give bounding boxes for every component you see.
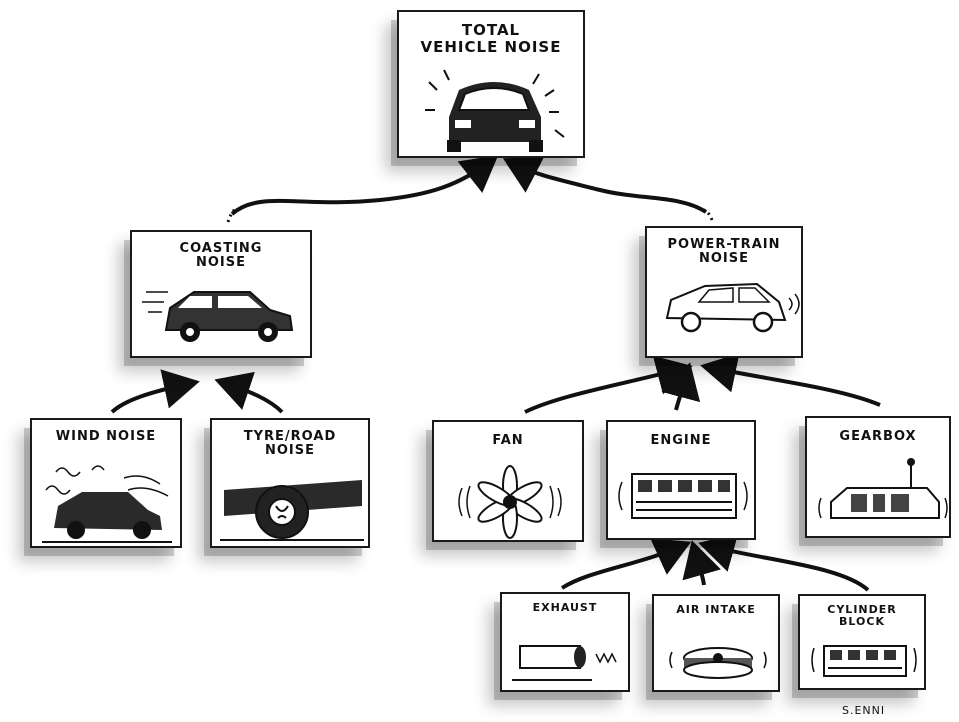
- node-total-label-line2: VEHICLE NOISE: [420, 37, 562, 56]
- node-engine-label: ENGINE: [650, 433, 712, 448]
- edge-fan-power: [524, 355, 693, 414]
- node-total-label-line1: TOTAL: [461, 21, 521, 39]
- edge-wind-coasting: [110, 369, 200, 414]
- car-wind-icon: [42, 465, 172, 543]
- air-filter-icon: [669, 647, 767, 679]
- edge-exhaust-engine: [560, 538, 692, 590]
- node-power-label-line1: POWER-TRAIN: [667, 237, 781, 252]
- node-gearbox: GEARBOX: [805, 416, 951, 538]
- node-tyre-label-line1: TYRE/ROAD: [243, 429, 337, 444]
- node-cylinder-label-line1: CYLINDER: [827, 603, 897, 616]
- cylinder-block-icon: [811, 645, 917, 677]
- car-side-icon: [142, 291, 294, 342]
- gearbox-icon: [818, 458, 948, 519]
- edge-intake-engine: [682, 540, 721, 586]
- car-front-icon: [425, 69, 565, 152]
- node-exhaust-label: EXHAUST: [532, 601, 598, 614]
- node-cylinder-label-line2: BLOCK: [839, 615, 885, 629]
- edge-engine-power: [661, 362, 701, 411]
- wheel-icon: [220, 480, 364, 541]
- node-fan: FAN: [432, 420, 584, 542]
- fan-icon: [458, 465, 562, 539]
- node-gearbox-label: GEARBOX: [839, 429, 917, 444]
- artist-signature: S.ENNI: [842, 704, 886, 717]
- node-tyre-label-line2: NOISE: [264, 443, 315, 459]
- engine-icon: [618, 473, 748, 519]
- edge-coasting-total: [230, 155, 499, 216]
- edge-power-total-tail: [703, 208, 714, 221]
- hatchback-icon: [665, 282, 800, 333]
- node-coasting-label-line2: NOISE: [195, 255, 246, 271]
- edge-cylinder-engine: [698, 533, 870, 592]
- node-exhaust: EXHAUST: [500, 592, 630, 692]
- edge-tyre-coasting: [214, 371, 284, 414]
- node-wind-noise: WIND NOISE: [30, 418, 182, 548]
- node-air-intake: AIR INTAKE: [652, 594, 780, 692]
- exhaust-pipe-icon: [512, 645, 617, 681]
- edge-coasting-total-tail: [226, 206, 238, 223]
- edge-power-total: [502, 157, 708, 214]
- node-power-label-line2: NOISE: [698, 251, 749, 267]
- node-engine: ENGINE: [606, 420, 756, 540]
- node-coasting-label-line1: COASTING: [179, 241, 263, 256]
- node-intake-label: AIR INTAKE: [676, 603, 756, 616]
- edge-gearbox-power: [700, 353, 881, 407]
- node-wind-label: WIND NOISE: [55, 429, 157, 444]
- node-fan-label: FAN: [492, 433, 524, 448]
